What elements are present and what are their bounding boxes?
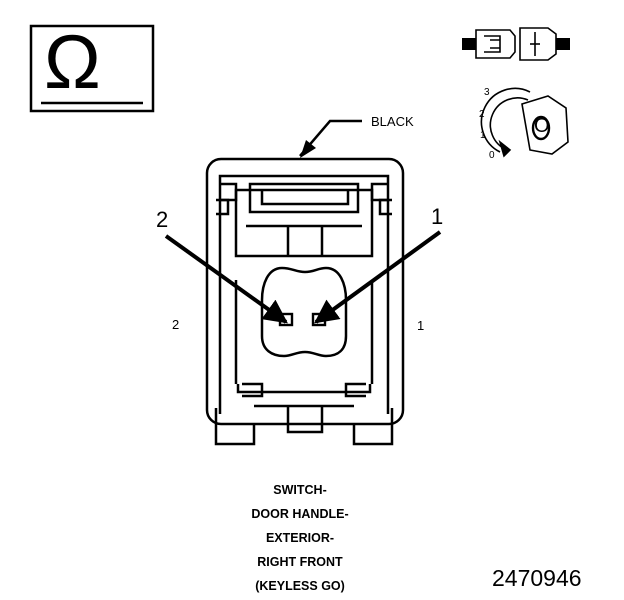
pin-2-leader-arrow <box>164 234 288 324</box>
position-label-2: 2 <box>479 109 485 120</box>
key-position-icon <box>480 87 569 158</box>
pin-1-callout: 1 <box>431 204 444 229</box>
caption-line: DOOR HANDLE- <box>251 507 349 521</box>
caption-line: EXTERIOR- <box>265 531 335 545</box>
pin-1-leader-arrow <box>314 230 442 324</box>
omega-symbol-box <box>29 24 155 113</box>
caption-line: SWITCH- <box>273 483 327 497</box>
position-label-0: 0 <box>489 150 495 161</box>
connector-color-label: BLACK <box>371 114 414 129</box>
key-letter: O <box>534 115 550 137</box>
omega-icon: Ω <box>44 20 101 105</box>
component-caption: SWITCH- DOOR HANDLE- EXTERIOR- RIGHT FRO… <box>200 478 400 598</box>
position-label-3: 3 <box>484 87 490 98</box>
figure-id: 2470946 <box>492 565 582 591</box>
connector-housing <box>205 157 405 446</box>
side-label-pin-2: 2 <box>172 317 180 332</box>
connector-icon <box>462 27 570 61</box>
caption-line: RIGHT FRONT <box>257 555 343 569</box>
position-label-1: 1 <box>480 130 486 141</box>
side-label-pin-1: 1 <box>417 318 425 333</box>
pin-2-callout: 2 <box>156 207 169 232</box>
caption-line: (KEYLESS GO) <box>255 579 345 593</box>
color-leader-arrowhead <box>300 140 316 158</box>
